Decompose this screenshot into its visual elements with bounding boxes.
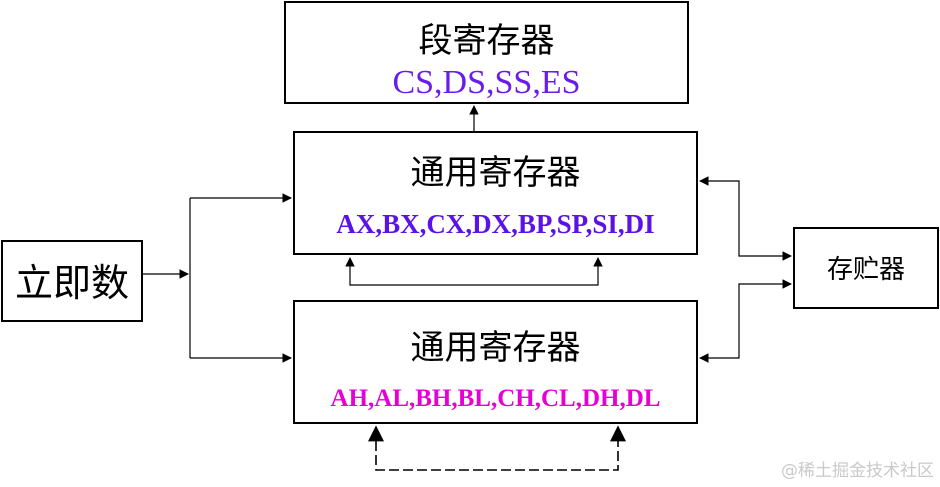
general-registers-8-title: 通用寄存器 xyxy=(410,328,581,368)
segment-registers-box: 段寄存器 CS,DS,SS,ES xyxy=(284,1,689,104)
memory-box: 存贮器 xyxy=(793,227,939,309)
segment-registers-title: 段寄存器 xyxy=(418,21,555,61)
immediate-box: 立即数 xyxy=(1,240,143,322)
general-registers-8-box: 通用寄存器 AH,AL,BH,BL,CH,CL,DH,DL xyxy=(293,300,698,424)
memory-title: 存贮器 xyxy=(826,255,905,285)
general-registers-8-list: AH,AL,BH,BL,CH,CL,DH,DL xyxy=(330,385,661,412)
general-registers-16-title: 通用寄存器 xyxy=(410,153,581,193)
general-registers-16-list: AX,BX,CX,DX,BP,SP,SI,DI xyxy=(336,209,655,239)
general-registers-16-box: 通用寄存器 AX,BX,CX,DX,BP,SP,SI,DI xyxy=(293,131,698,255)
immediate-title: 立即数 xyxy=(14,261,129,305)
loop-gp16 xyxy=(345,257,603,286)
loop-gp8 xyxy=(368,425,626,471)
arrow-memory-gp16 xyxy=(699,176,792,261)
watermark: @稀土掘金技术社区 xyxy=(781,461,934,481)
arrow-memory-gp8 xyxy=(699,279,792,363)
segment-registers-list: CS,DS,SS,ES xyxy=(392,64,581,101)
